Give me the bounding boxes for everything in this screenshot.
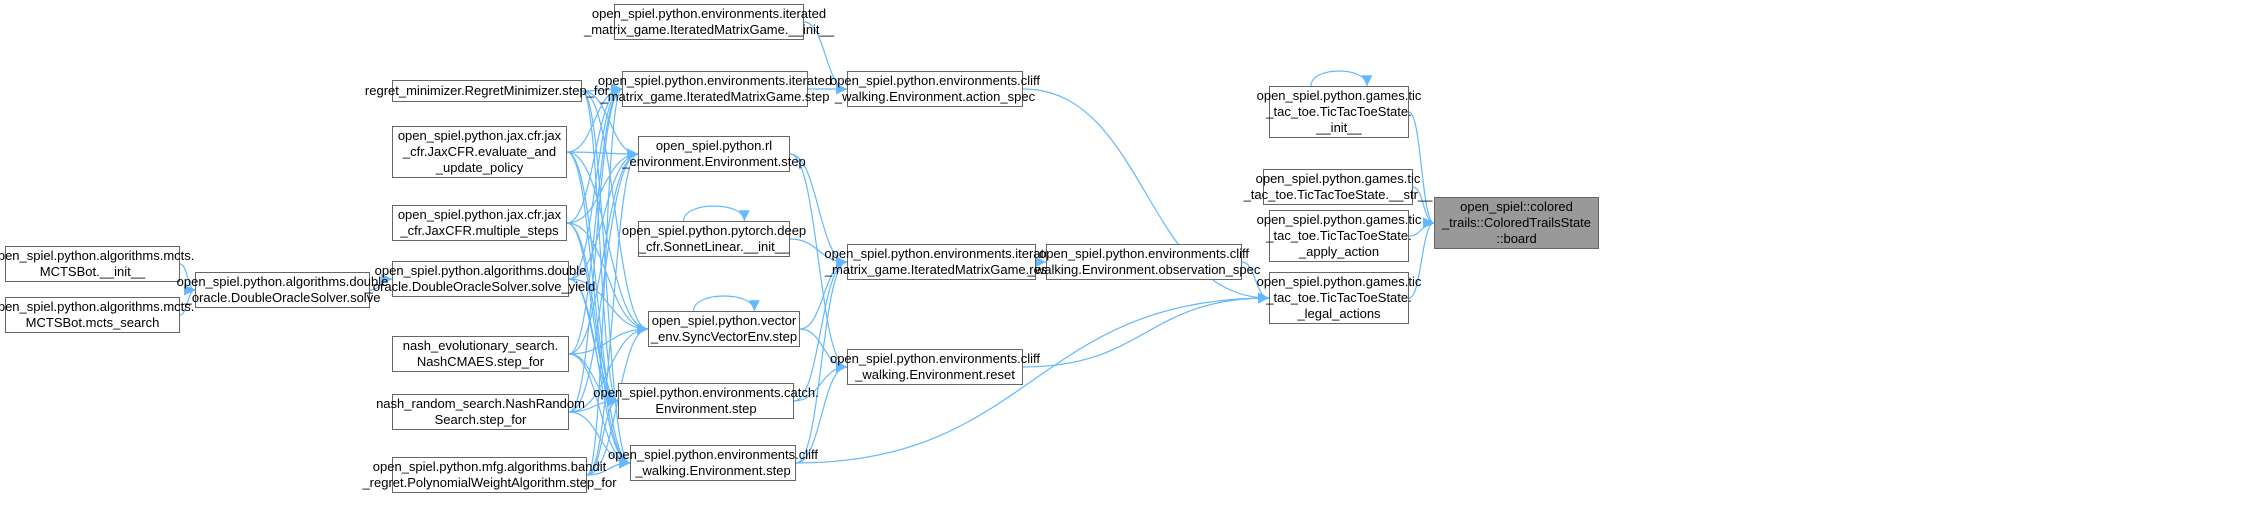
edge-nash-rand-to-imm-step bbox=[568, 83, 623, 413]
graph-node-ttt-str[interactable]: open_spiel.python.games.tic _tac_toe.Tic… bbox=[1244, 169, 1432, 205]
graph-node-do-yield[interactable]: open_spiel.python.algorithms.double _ora… bbox=[366, 261, 595, 297]
edge-rl-step-to-cliff-reset bbox=[789, 153, 848, 373]
graph-node-board: open_spiel::colored _trails::ColoredTrai… bbox=[1434, 197, 1599, 249]
edge-jax-eval-to-cliff-step bbox=[566, 151, 631, 469]
graph-node-cliff-step[interactable]: open_spiel.python.environments.cliff _wa… bbox=[608, 445, 818, 481]
graph-node-nash-evo[interactable]: nash_evolutionary_search. NashCMAES.step… bbox=[392, 336, 569, 372]
edge-do-solve-to-do-yield bbox=[369, 273, 393, 291]
edge-jax-eval-to-vec-step bbox=[566, 151, 649, 335]
graph-node-mfg-bandit[interactable]: open_spiel.python.mfg.algorithms.bandit … bbox=[362, 457, 617, 493]
edge-regret-to-vec-step bbox=[581, 90, 649, 335]
edge-nash-evo-to-vec-step bbox=[568, 323, 649, 355]
edge-jax-eval-to-catch-step bbox=[566, 151, 619, 407]
edge-mfg-bandit-to-imm-step bbox=[586, 83, 623, 476]
graph-node-ttt-init[interactable]: open_spiel.python.games.tic _tac_toe.Tic… bbox=[1257, 86, 1421, 138]
graph-node-jax-eval[interactable]: open_spiel.python.jax.cfr.jax _cfr.JaxCF… bbox=[392, 126, 567, 178]
edge-mfg-bandit-to-rl-step bbox=[586, 148, 639, 476]
edge-mcts-search-to-do-solve bbox=[179, 284, 196, 316]
edge-do-yield-to-imm-step bbox=[568, 83, 623, 280]
graph-node-cliff-reset[interactable]: open_spiel.python.environments.cliff _wa… bbox=[830, 349, 1040, 385]
graph-node-ttt-legal[interactable]: open_spiel.python.games.tic _tac_toe.Tic… bbox=[1257, 272, 1421, 324]
edge-jax-multi-to-vec-step bbox=[566, 222, 649, 335]
edge-cliff-action-to-ttt-legal bbox=[1022, 88, 1270, 304]
edge-ttt-init-to-ttt-init bbox=[1310, 70, 1373, 87]
graph-node-do-solve[interactable]: open_spiel.python.algorithms.double _ora… bbox=[177, 272, 388, 308]
graph-node-catch-step[interactable]: open_spiel.python.environments.catch. En… bbox=[593, 383, 819, 419]
graph-node-regret[interactable]: regret_minimizer.RegretMinimizer.step_fo… bbox=[365, 80, 609, 102]
edge-do-yield-to-cliff-step bbox=[568, 278, 631, 469]
edge-vec-step-to-vec-step bbox=[693, 295, 760, 312]
edge-cliff-step-to-ttt-legal bbox=[795, 292, 1270, 464]
edge-regret-to-catch-step bbox=[581, 90, 619, 407]
edge-cliff-step-to-imm-reset bbox=[795, 256, 848, 464]
edge-catch-step-to-imm-reset bbox=[793, 256, 848, 402]
edge-jax-multi-to-cliff-step bbox=[566, 222, 631, 469]
edge-nash-evo-to-rl-step bbox=[568, 148, 639, 355]
edge-nash-evo-to-imm-step bbox=[568, 83, 623, 355]
graph-node-nash-rand[interactable]: nash_random_search.NashRandom Search.ste… bbox=[376, 394, 585, 430]
edge-sonnet-to-sonnet bbox=[683, 205, 750, 222]
graph-node-imm-reset[interactable]: open_spiel.python.environments.iterated … bbox=[824, 244, 1059, 280]
edge-regret-to-cliff-step bbox=[581, 90, 631, 469]
graph-node-cliff-action[interactable]: open_spiel.python.environments.cliff _wa… bbox=[830, 71, 1040, 107]
edge-do-yield-to-vec-step bbox=[568, 278, 649, 335]
graph-node-sonnet[interactable]: open_spiel.python.pytorch.deep _cfr.Sonn… bbox=[622, 221, 806, 257]
graph-node-mcts-init[interactable]: open_spiel.python.algorithms.mcts. MCTSB… bbox=[0, 246, 194, 282]
edge-do-yield-to-rl-step bbox=[568, 148, 639, 280]
edge-cliff-reset-to-ttt-legal bbox=[1022, 292, 1270, 368]
edge-nash-rand-to-vec-step bbox=[568, 323, 649, 413]
graph-node-jax-multi[interactable]: open_spiel.python.jax.cfr.jax _cfr.JaxCF… bbox=[392, 205, 567, 241]
edge-nash-rand-to-rl-step bbox=[568, 148, 639, 413]
graph-node-vec-step[interactable]: open_spiel.python.vector _env.SyncVector… bbox=[648, 311, 800, 347]
edge-ttt-legal-to-board bbox=[1408, 217, 1435, 299]
graph-node-ttt-apply[interactable]: open_spiel.python.games.tic _tac_toe.Tic… bbox=[1257, 210, 1421, 262]
graph-node-imm-step[interactable]: open_spiel.python.environments.iterated … bbox=[598, 71, 832, 107]
graph-node-imm-init[interactable]: open_spiel.python.environments.iterated … bbox=[584, 4, 834, 40]
edge-regret-to-rl-step bbox=[581, 90, 639, 160]
graph-node-cliff-obs[interactable]: open_spiel.python.environments.cliff _wa… bbox=[1028, 244, 1260, 280]
graph-node-mcts-search[interactable]: open_spiel.python.algorithms.mcts. MCTSB… bbox=[0, 297, 194, 333]
graph-node-rl-step[interactable]: open_spiel.python.rl _environment.Enviro… bbox=[622, 136, 806, 172]
